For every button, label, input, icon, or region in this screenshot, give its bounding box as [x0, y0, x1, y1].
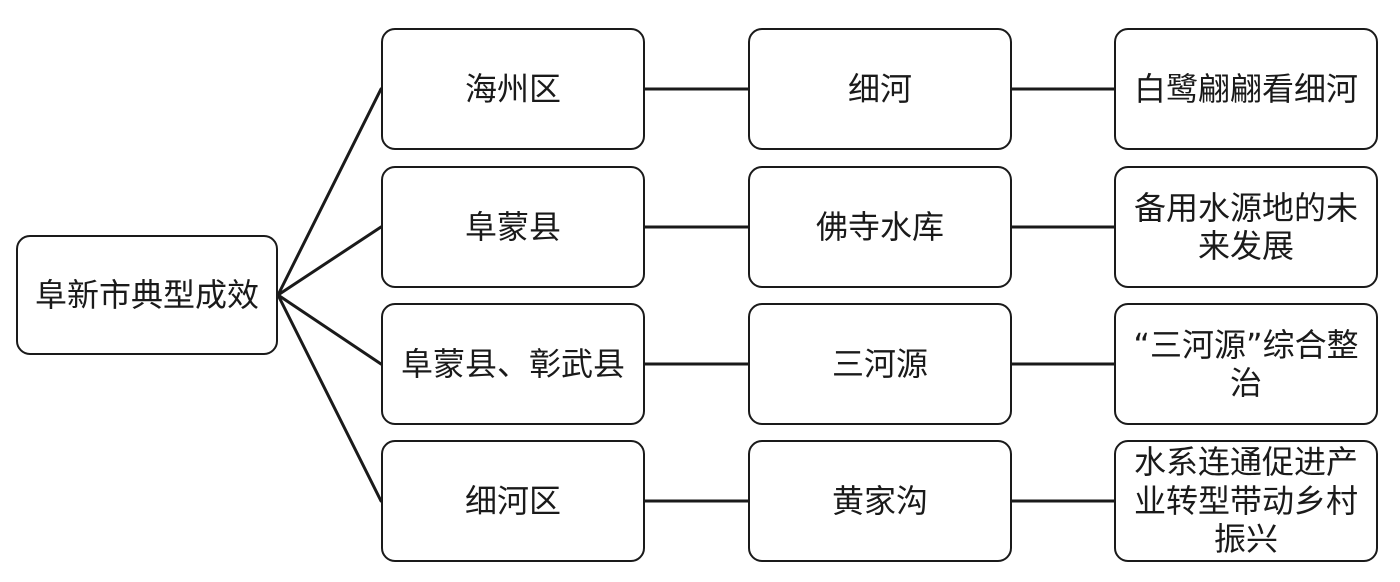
river-node-fosi-reservoir: 佛寺水库	[748, 166, 1012, 288]
area-node-label: 阜蒙县、彰武县	[400, 344, 625, 383]
area-node-xihequ: 细河区	[381, 440, 645, 562]
area-node-label: 海州区	[464, 69, 561, 108]
effect-node-row-3: “三河源”综合整治	[1114, 303, 1378, 425]
river-node-label: 三河源	[831, 344, 928, 383]
effect-node-row-4: 水系连通促进产业转型带动乡村振兴	[1114, 440, 1378, 562]
branch-line-xihequ	[276, 293, 383, 503]
effect-node-label: 备用水源地的未来发展	[1133, 188, 1358, 265]
area-node-fumeng: 阜蒙县	[381, 166, 645, 288]
area-node-haizhou: 海州区	[381, 28, 645, 150]
effect-node-label: 水系连通促进产业转型带动乡村振兴	[1133, 443, 1358, 559]
effect-node-row-1: 白鹭翩翩看细河	[1114, 28, 1378, 150]
river-node-label: 佛寺水库	[815, 207, 944, 246]
branch-line-fumeng-zhangwu	[276, 293, 383, 366]
effect-node-label: 白鹭翩翩看细河	[1133, 69, 1358, 108]
effect-node-label: “三河源”综合整治	[1133, 325, 1359, 402]
area-node-fumeng-zhangwu: 阜蒙县、彰武县	[381, 303, 645, 425]
river-node-label: 黄家沟	[831, 481, 928, 520]
area-node-label: 阜蒙县	[464, 207, 561, 246]
river-node-label: 细河	[847, 69, 912, 108]
root-node: 阜新市典型成效	[16, 235, 278, 355]
branch-line-fumeng	[276, 225, 383, 297]
area-node-label: 细河区	[464, 481, 561, 520]
river-node-xihe: 细河	[748, 28, 1012, 150]
river-node-sanheyuan: 三河源	[748, 303, 1012, 425]
river-node-huangjiagou: 黄家沟	[748, 440, 1012, 562]
effect-node-row-2: 备用水源地的未来发展	[1114, 166, 1378, 288]
branch-line-haizhou	[276, 87, 383, 297]
root-node-label: 阜新市典型成效	[34, 275, 259, 314]
